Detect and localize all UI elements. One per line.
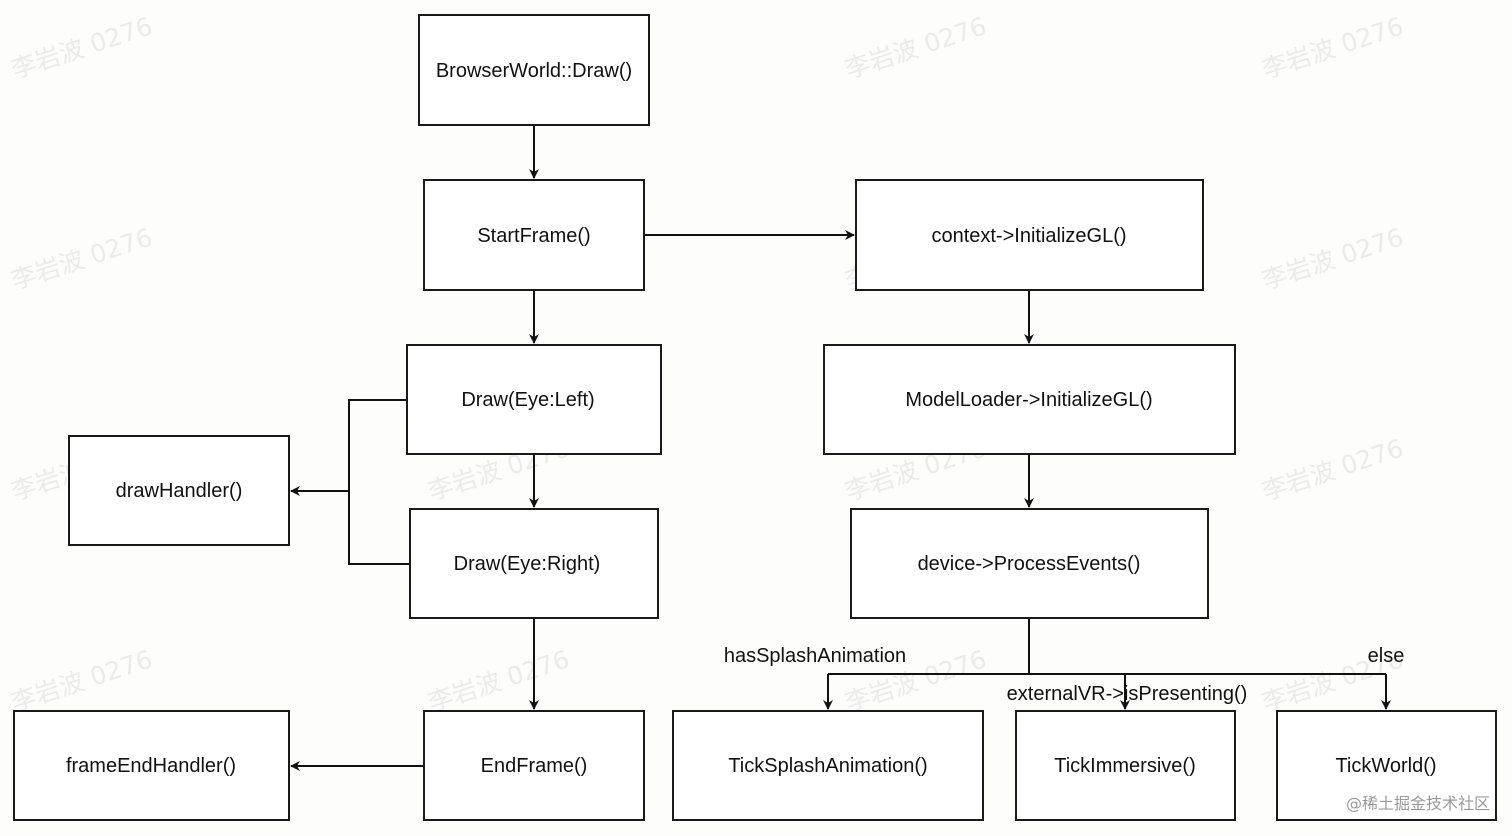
node-frame-end-handler: frameEndHandler() — [13, 710, 290, 821]
node-label: TickImmersive() — [1054, 755, 1195, 777]
node-draw-handler: drawHandler() — [68, 435, 290, 546]
node-label: EndFrame() — [481, 755, 588, 777]
node-label: BrowserWorld::Draw() — [436, 60, 632, 82]
node-model-loader-initialize-gl: ModelLoader->InitializeGL() — [823, 344, 1236, 455]
node-draw-eye-left: Draw(Eye:Left) — [406, 344, 662, 455]
node-tick-immersive: TickImmersive() — [1015, 710, 1236, 821]
edges — [290, 125, 1391, 771]
node-label: frameEndHandler() — [66, 755, 236, 777]
node-label: drawHandler() — [116, 480, 243, 502]
node-label: StartFrame() — [477, 225, 590, 247]
node-context-initialize-gl: context->InitializeGL() — [855, 179, 1204, 291]
node-tick-splash-animation: TickSplashAnimation() — [672, 710, 984, 821]
label-else: else — [1368, 645, 1405, 667]
edge-draw-eyes-to-drawhandler — [348, 399, 410, 565]
node-label: ModelLoader->InitializeGL() — [905, 389, 1152, 411]
node-start-frame: StartFrame() — [423, 179, 645, 291]
node-device-process-events: device->ProcessEvents() — [850, 508, 1209, 619]
node-label: context->InitializeGL() — [931, 225, 1126, 247]
node-label: Draw(Eye:Right) — [454, 553, 601, 575]
label-external-vr-is-presenting: externalVR->isPresenting() — [1007, 683, 1248, 705]
node-tick-world: TickWorld() — [1276, 710, 1497, 821]
label-has-splash-animation: hasSplashAnimation — [724, 645, 906, 667]
node-label: Draw(Eye:Left) — [461, 389, 594, 411]
site-watermark: @稀土掘金技术社区 — [1345, 794, 1490, 813]
node-draw-eye-right: Draw(Eye:Right) — [409, 508, 659, 619]
node-label: device->ProcessEvents() — [918, 553, 1141, 575]
node-browser-world-draw: BrowserWorld::Draw() — [418, 14, 650, 126]
node-end-frame: EndFrame() — [423, 710, 645, 821]
node-label: TickSplashAnimation() — [728, 755, 927, 777]
node-label: TickWorld() — [1335, 755, 1436, 777]
